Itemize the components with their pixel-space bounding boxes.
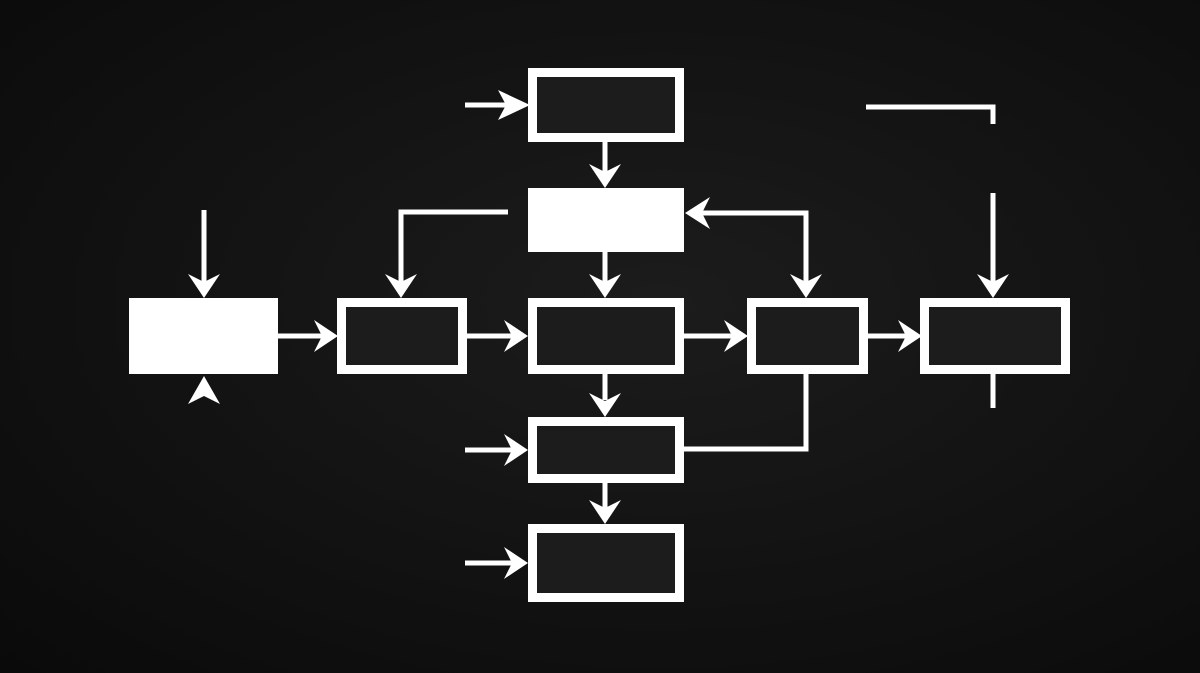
arrowhead-decision-to-mid-left [385, 274, 417, 298]
arrowhead-center-to-mid-right [724, 320, 748, 352]
box-far-right [920, 298, 1070, 374]
arrowhead-input-bottom [504, 547, 528, 579]
box-decision [528, 188, 684, 252]
box-mid-right [747, 298, 868, 374]
arrowhead-left-to-mid-left [314, 320, 338, 352]
box-lower [528, 417, 684, 483]
arrowhead-mid-right-to-decision [685, 197, 710, 229]
connector-mid-right-to-lower [682, 372, 809, 452]
connector-decision-to-mid-left [398, 209, 508, 282]
box-mid-left [337, 298, 467, 374]
box-top [528, 68, 684, 142]
arrowhead-input-top [498, 90, 530, 120]
arrowhead-center-to-lower [589, 393, 621, 417]
arrowhead-below-left-box [188, 376, 220, 404]
arrowhead-input-lower [504, 434, 528, 466]
arrowhead-mid-right-to-far-right [898, 320, 922, 352]
box-bottom [528, 524, 684, 602]
arrowhead-decision-to-center [589, 274, 621, 298]
arrowhead-input-far-right [977, 274, 1009, 298]
box-left-solid [129, 298, 278, 374]
arrowhead-input-left-box [188, 274, 220, 298]
connector-far-right-bracket [866, 104, 996, 124]
arrowhead-top-to-decision [589, 164, 621, 188]
arrowhead-mid-right-up-origin [790, 274, 822, 298]
arrowhead-lower-to-bottom [589, 500, 621, 524]
box-center [528, 298, 684, 374]
arrowhead-mid-left-to-center [504, 320, 528, 352]
connector-mid-right-to-decision [702, 210, 809, 282]
